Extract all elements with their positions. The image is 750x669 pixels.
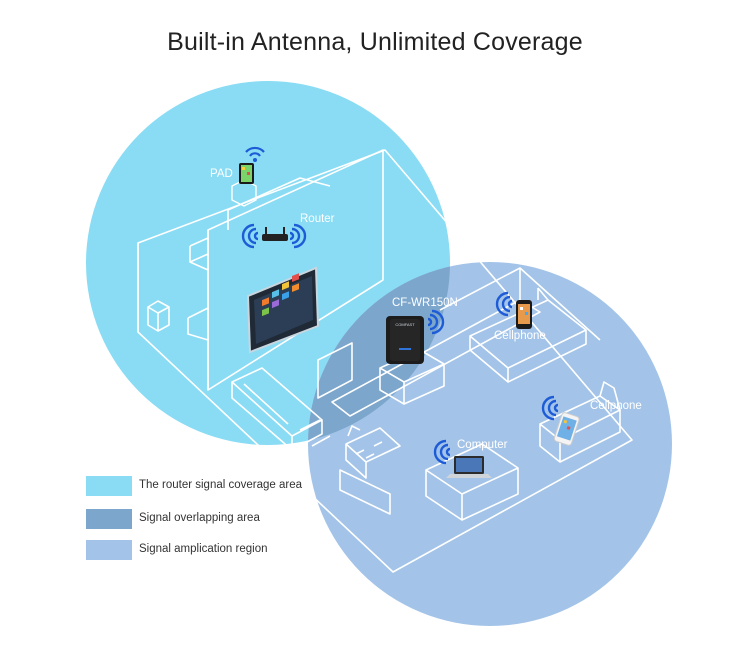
svg-text:COMFAST: COMFAST [395, 322, 415, 327]
router-label: Router [300, 213, 335, 225]
laptop-device [446, 456, 492, 478]
legend-label: Signal overlapping area [139, 512, 260, 524]
computer-label: Computer [457, 439, 508, 451]
legend-swatch-overlap [86, 509, 132, 529]
pad-label: PAD [210, 168, 233, 180]
legend-label: Signal amplication region [139, 543, 268, 555]
page-title: Built-in Antenna, Unlimited Coverage [167, 28, 583, 56]
house-outline [137, 149, 633, 573]
smart-tv [246, 266, 320, 354]
legend-swatch-amplification [86, 540, 132, 560]
repeater-device: COMFAST [386, 316, 424, 364]
legend-swatch-router-coverage [86, 476, 132, 496]
repeater-label: CF-WR150N [392, 297, 458, 309]
legend-item-amplification: Signal amplication region [86, 540, 346, 562]
cellphone-top-label: Cellphone [494, 330, 546, 342]
legend-item-overlap: Signal overlapping area [86, 509, 346, 531]
legend-item-router-coverage: The router signal coverage area [86, 476, 346, 498]
legend-label: The router signal coverage area [139, 479, 303, 491]
cellphone-right-label: Cellphone [590, 400, 642, 412]
cellphone-right-device [553, 412, 580, 446]
router-device [262, 227, 288, 241]
pad-device [231, 163, 257, 207]
cellphone-top-device [516, 300, 532, 329]
